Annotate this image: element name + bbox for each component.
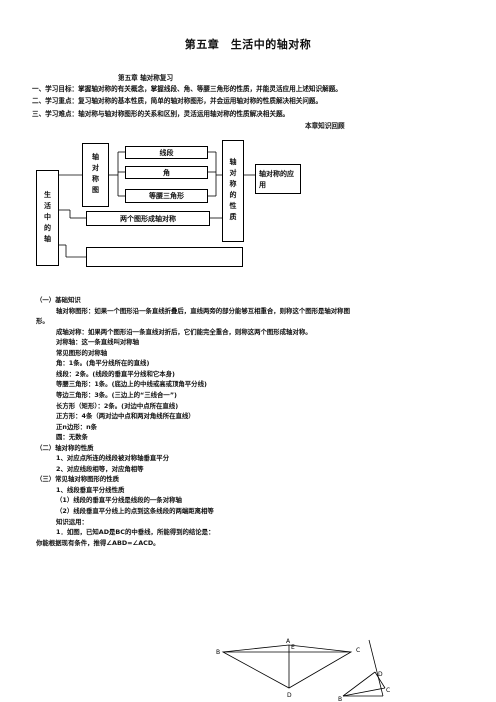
label-b: B — [216, 649, 220, 656]
text-line: 轴对称图形：如果一个图形沿一条直线折叠后，直线两旁的部分能够互相重合，则称这个图… — [56, 306, 350, 315]
text-line: （1）线段的垂直平分线是线段的一条对称轴 — [56, 496, 182, 505]
item-angle: 角 — [125, 166, 208, 179]
text-line: 角：1条。(角平分线所在的直线) — [56, 359, 150, 368]
concept-map-connectors — [59, 151, 255, 258]
quad-outline — [221, 644, 353, 689]
text-line: 形。 — [36, 317, 49, 326]
right-line-2 — [342, 687, 386, 697]
section-title: 第五章 轴对称复习 — [118, 74, 174, 82]
label-a: A — [286, 638, 291, 645]
label-d: D — [287, 692, 292, 699]
text-line: 1．如图，已知AD是BC的中垂线，所能得到的结论是： — [56, 528, 215, 537]
text-line: 你能根据现有条件，推得∠ABD=∠ACD。 — [36, 538, 160, 547]
goal-2: 二、学习重点：复习轴对称的基本性质，简单的轴对称图形，并会运用轴对称的性质解决相… — [32, 97, 323, 105]
text-line: 1、对应点所连的线段被对称轴垂直平分 — [56, 454, 170, 463]
text-line: （三）常见轴对称图形的性质 — [36, 475, 120, 484]
right-line-1 — [368, 639, 384, 697]
text-line: 长方形（矩形）：2条。(对边中点所在直线) — [56, 401, 179, 410]
empty-box — [86, 247, 243, 267]
text-line: 2、对应线段相等，对应角相等 — [56, 464, 144, 473]
text-line: （一）基础知识 — [36, 296, 81, 304]
two-figures-box: 两个图形成轴对称 — [86, 211, 210, 226]
text-line: 知识运用： — [56, 517, 88, 526]
text-line: （二）轴对称的性质 — [36, 443, 94, 452]
property-box: 轴对称的性质 — [222, 140, 244, 242]
text-line: 对称轴：这一条直线叫对称轴 — [56, 338, 140, 347]
text-line: 成轴对称：如果两个图形沿一条直线对折后，它们能完全重合，则称这两个图形成轴对称。 — [56, 327, 312, 336]
text-line: （2）线段垂直平分线上的点到这条线段的两端距离相等 — [56, 507, 214, 515]
label-c3: C — [386, 687, 390, 694]
text-line: 常见图形的对称轴 — [56, 348, 108, 357]
right-line-4 — [374, 671, 386, 689]
text-line: 等腰三角形：1条。(底边上的中线或高或顶角平分线) — [56, 380, 207, 389]
text-line: 线段：2条。(线段的垂直平分线和它本身) — [56, 369, 175, 378]
text-line: 圆：无数条 — [56, 433, 88, 442]
root-box: 生活中的轴 — [36, 170, 59, 266]
text-line: 等边三角形：3条。(三边上的“三线合一”) — [56, 390, 177, 399]
goal-3: 三、学习难点：轴对称与轴对称图形的关系和区别，灵活运用轴对称的性质解决相关题。 — [32, 110, 290, 118]
label-b2: B — [338, 696, 342, 702]
text-line: 1、线段垂直平分线性质 — [56, 485, 125, 494]
right-line-3 — [342, 671, 376, 697]
map-title: 本章知识回顾 — [305, 122, 345, 130]
label-c: C — [356, 647, 360, 654]
item-segment: 线段 — [125, 146, 208, 159]
page-title: 第五章 生活中的轴对称 — [184, 38, 312, 51]
text-line: 正方形：4条（两对边中点和两对角线所在直线） — [56, 412, 195, 421]
figure-box: 轴对称图 — [82, 143, 109, 207]
application-box: 轴对称的应用 — [255, 164, 301, 194]
item-isosceles: 等腰三角形 — [125, 189, 208, 203]
label-e: E — [291, 644, 295, 651]
goal-1: 一、学习目标：掌握轴对称的有关概念，掌握线段、角、等腰三角形的性质，并能灵活应用… — [32, 85, 342, 93]
label-d2: D — [378, 671, 383, 678]
text-line: 正n边形：n条 — [56, 422, 98, 431]
